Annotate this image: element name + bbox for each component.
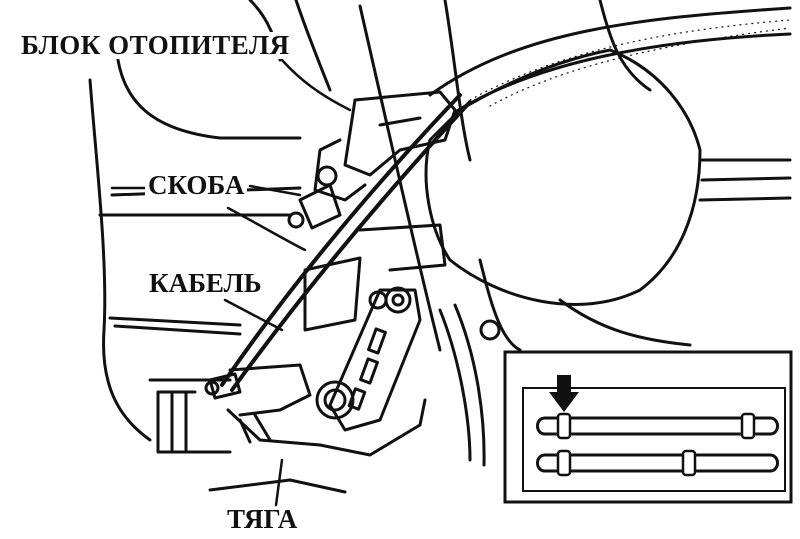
label-heater-unit: БЛОК ОТОПИТЕЛЯ	[18, 32, 293, 59]
inset-cable-top	[536, 416, 779, 436]
duct-texture	[469, 19, 791, 107]
heater-housing	[424, 0, 792, 352]
mounting-block	[148, 378, 232, 454]
label-cable: КАБЕЛЬ	[146, 270, 265, 297]
inset-cable-detail	[503, 350, 793, 504]
linkage-rod	[204, 303, 486, 494]
inset-cable-bottom	[536, 453, 779, 473]
label-bracket: СКОБА	[145, 172, 248, 199]
label-leaders	[110, 58, 352, 507]
inset-clips	[556, 412, 756, 477]
inset-inner-frame	[522, 387, 786, 492]
control-lever	[287, 90, 457, 332]
label-rod: ТЯГА	[227, 504, 298, 534]
slotted-arm	[315, 286, 422, 432]
control-cable	[220, 93, 472, 392]
arrow-down-icon	[549, 375, 579, 412]
dashboard-panel	[88, 0, 472, 442]
inset-frame	[503, 350, 793, 504]
